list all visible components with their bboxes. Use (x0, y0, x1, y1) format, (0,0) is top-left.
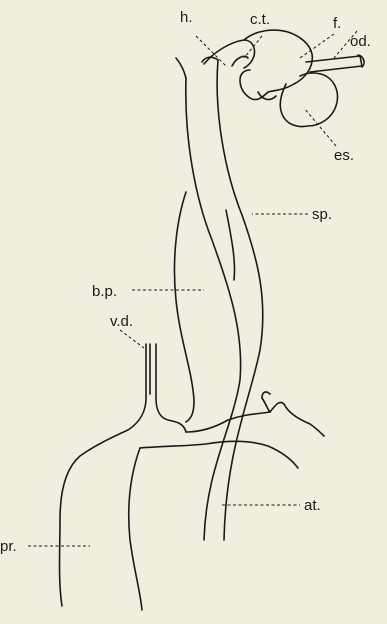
bp-sac-right (226, 210, 235, 280)
label-ct: c.t. (250, 11, 270, 28)
label-pr: pr. (0, 538, 17, 555)
diagram-outlines (60, 30, 365, 610)
leader-f (300, 34, 334, 58)
label-at: at. (304, 497, 321, 514)
spermatheca-tube-outline (186, 78, 241, 540)
vas-deferens-right (156, 344, 186, 432)
coil-outline (240, 30, 312, 100)
bp-sac-left (174, 192, 194, 422)
leader-lines (28, 31, 357, 546)
egg-sac-outline (280, 73, 337, 127)
leader-h (196, 36, 226, 66)
spermatheca-tube-outline-right (217, 60, 263, 540)
leader-vd (120, 330, 144, 348)
oviduct-outline (306, 56, 362, 72)
label-vd: v.d. (110, 313, 133, 330)
label-bp: b.p. (92, 283, 117, 300)
label-sp: sp. (312, 206, 332, 223)
tube-top-hook (176, 57, 218, 78)
right-stub (262, 398, 324, 436)
right-stub-top (262, 392, 270, 398)
label-es: es. (334, 147, 354, 164)
label-f: f. (333, 15, 341, 32)
pr-tube-right (129, 448, 142, 610)
label-od: od. (350, 33, 371, 50)
head-inner-outline (232, 56, 248, 66)
label-h: h. (180, 9, 193, 26)
